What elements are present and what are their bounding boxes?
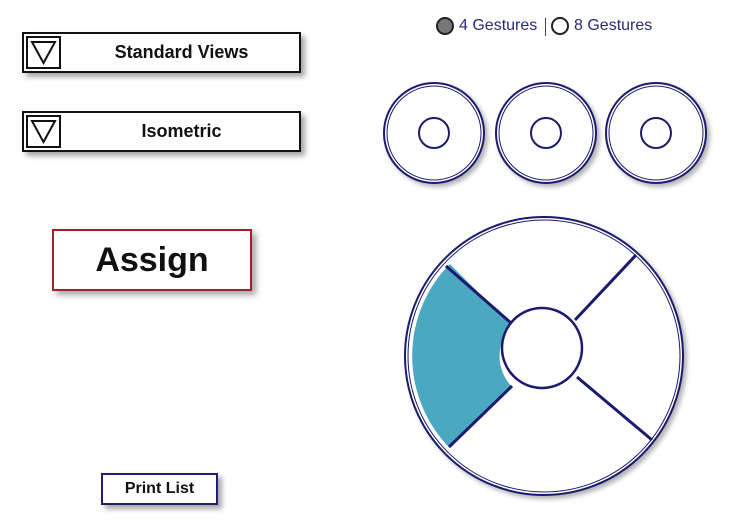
radio-unselected-icon[interactable] [551, 17, 569, 35]
dropdown-arrow-icon[interactable] [26, 36, 61, 69]
gesture-4-label: 4 Gestures [459, 17, 538, 34]
gesture-sector-left[interactable] [409, 259, 516, 453]
option-separator [545, 18, 546, 36]
print-list-button[interactable]: Print List [101, 473, 218, 505]
gesture-4-option[interactable]: 4 Gestures [436, 16, 537, 36]
ring-button-2[interactable] [495, 82, 597, 184]
ring-button-3[interactable] [605, 82, 707, 184]
isometric-dropdown[interactable]: Isometric [22, 111, 301, 152]
standard-views-label: Standard Views [114, 42, 249, 62]
sector-dividers [445, 253, 653, 449]
gesture-8-option[interactable]: 8 Gestures [551, 16, 652, 36]
standard-views-dropdown[interactable]: Standard Views [22, 32, 301, 73]
assign-button[interactable]: Assign [52, 229, 252, 291]
gesture-8-label: 8 Gestures [574, 17, 653, 34]
gesture-wheel[interactable] [404, 216, 684, 496]
wheel-center-hub[interactable] [500, 306, 584, 390]
radio-selected-icon[interactable] [436, 17, 454, 35]
isometric-label: Isometric [141, 121, 222, 141]
ring-button-1[interactable] [383, 82, 485, 184]
dropdown-arrow-icon[interactable] [26, 115, 61, 148]
